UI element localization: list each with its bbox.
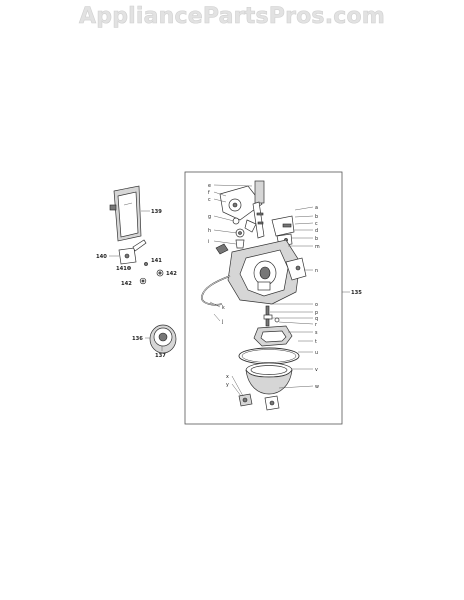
callout-c-right: c <box>315 222 318 227</box>
part-139-bracket <box>109 185 142 242</box>
callout-p: p <box>315 311 318 316</box>
callout-135: 135 <box>351 290 362 296</box>
callout-141-right: 141 <box>151 258 162 264</box>
site-watermark: AppliancePartsPros.com <box>79 4 385 30</box>
callout-y: y <box>226 383 229 388</box>
callout-j: j <box>221 319 223 325</box>
part-142-nuts <box>139 269 164 285</box>
carburetor-body <box>227 239 307 305</box>
assembly-frame <box>184 171 343 425</box>
bowl-screw-and-washer <box>238 393 280 411</box>
callout-w: w <box>315 385 319 390</box>
callout-e: e <box>208 184 211 189</box>
float-bowl <box>245 362 293 395</box>
bowl-gasket <box>238 347 300 365</box>
callout-g: g <box>208 215 211 220</box>
callout-c-left: c <box>208 198 211 203</box>
part-141-screws <box>127 262 148 270</box>
callout-136: 136 <box>132 336 143 342</box>
main-jet-parts <box>263 305 280 327</box>
callout-141-left: 141 <box>116 266 127 272</box>
callout-x: x <box>226 375 229 380</box>
callout-r: r <box>315 322 317 328</box>
callout-m: m <box>315 245 320 250</box>
callout-139: 139 <box>151 209 162 215</box>
callout-b-upper: b <box>315 214 318 220</box>
callout-u: u <box>315 351 318 356</box>
callout-b-lower: b <box>315 236 318 242</box>
callout-t: t <box>315 339 317 345</box>
callout-f: f <box>208 190 210 196</box>
part-140-throttle-plate <box>118 239 147 265</box>
choke-lever-assembly <box>219 180 265 239</box>
callout-137: 137 <box>155 353 166 359</box>
callout-k: k <box>222 305 225 311</box>
fuel-line-hose <box>201 275 231 306</box>
callout-h: h <box>208 228 211 234</box>
callout-v: v <box>315 368 318 373</box>
callout-o: o <box>315 303 318 308</box>
callout-d: d <box>315 228 318 234</box>
float-assembly <box>253 325 293 347</box>
small-fittings-left <box>215 217 257 255</box>
callout-a: a <box>315 206 318 211</box>
part-136-primer-bulb <box>149 324 177 354</box>
callout-q: q <box>315 317 318 322</box>
callout-142-left: 142 <box>121 281 132 287</box>
callout-140: 140 <box>96 254 107 260</box>
callout-leader-lines <box>209 184 314 397</box>
callout-n: n <box>315 269 318 274</box>
callout-s: s <box>315 331 318 336</box>
callout-i: i <box>208 239 209 245</box>
callout-142-right: 142 <box>166 271 177 277</box>
